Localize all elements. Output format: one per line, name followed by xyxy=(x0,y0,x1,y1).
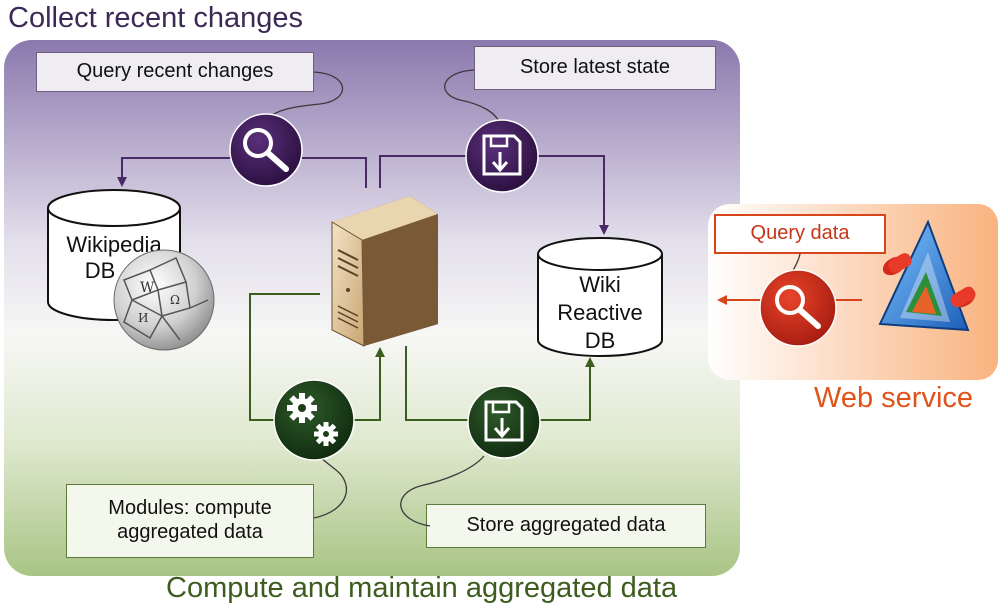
modules-label-line1: Modules: compute xyxy=(108,497,272,520)
svg-text:Ω: Ω xyxy=(170,293,180,307)
compute-section-title: Compute and maintain aggregated data xyxy=(166,572,678,604)
store-latest-state-label: Store latest state xyxy=(474,46,716,90)
gears-icon xyxy=(273,379,355,461)
web-service-title: Web service xyxy=(814,382,974,414)
wiki-reactive-db-label-2: Reactive xyxy=(557,300,643,325)
query-recent-changes-label: Query recent changes xyxy=(36,52,314,92)
floppy-save-icon xyxy=(467,385,541,459)
modules-label-line2: aggregated data xyxy=(117,521,263,543)
wikipedia-globe-icon: W Ω И xyxy=(113,249,215,351)
wiki-reactive-db: Wiki Reactive DB xyxy=(537,237,663,357)
web-service-logo xyxy=(878,219,976,332)
search-icon xyxy=(229,113,303,187)
wiki-reactive-db-label-1: Wiki xyxy=(579,272,621,297)
store-aggregated-data-label: Store aggregated data xyxy=(426,504,706,548)
query-data-label: Query data xyxy=(714,214,886,254)
floppy-save-icon xyxy=(465,119,539,193)
svg-text:И: И xyxy=(138,311,148,325)
modules-label: Modules: compute aggregated data xyxy=(66,484,314,558)
wikipedia-db-label-2: DB xyxy=(85,258,116,283)
wiki-reactive-db-label-3: DB xyxy=(585,328,616,353)
search-icon xyxy=(759,269,837,347)
collect-section-title: Collect recent changes xyxy=(8,2,303,34)
server-icon xyxy=(331,196,438,347)
svg-text:W: W xyxy=(140,280,155,296)
